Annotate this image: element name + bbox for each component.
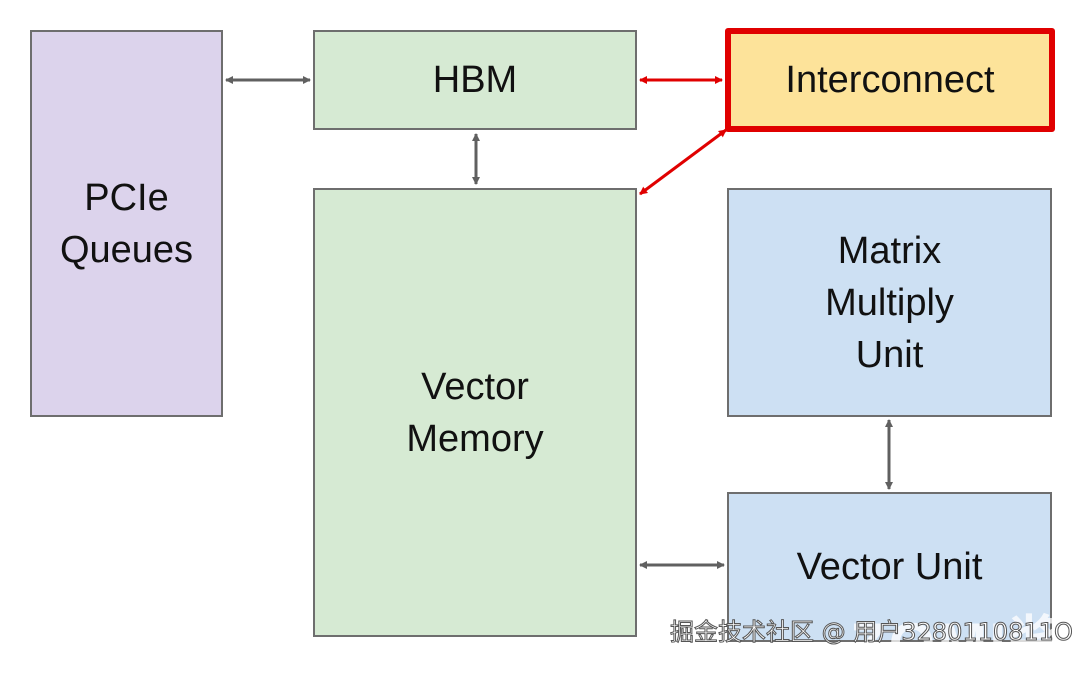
block-hbm: HBM bbox=[313, 30, 637, 130]
block-label: PCIe Queues bbox=[59, 176, 194, 271]
block-vector-unit: Vector Unit bbox=[727, 492, 1052, 642]
arrow-interconnect-vector-memory bbox=[639, 128, 727, 196]
block-label: HBM bbox=[432, 59, 518, 101]
block-label: Matrix Multiply Unit bbox=[825, 229, 954, 376]
block-interconnect: Interconnect bbox=[725, 28, 1055, 132]
block-matrix-multiply-unit: Matrix Multiply Unit bbox=[727, 188, 1052, 417]
watermark-text: 掘金技术社区 @ 用户3280110811O bbox=[670, 618, 1074, 647]
block-label: Interconnect bbox=[785, 59, 995, 101]
block-vector-memory: Vector Memory bbox=[313, 188, 637, 637]
block-label: Vector Unit bbox=[796, 546, 983, 588]
block-pcie-queues: PCIe Queues bbox=[30, 30, 223, 417]
connection-arrows bbox=[225, 76, 893, 569]
block-label: Vector Memory bbox=[406, 365, 544, 460]
